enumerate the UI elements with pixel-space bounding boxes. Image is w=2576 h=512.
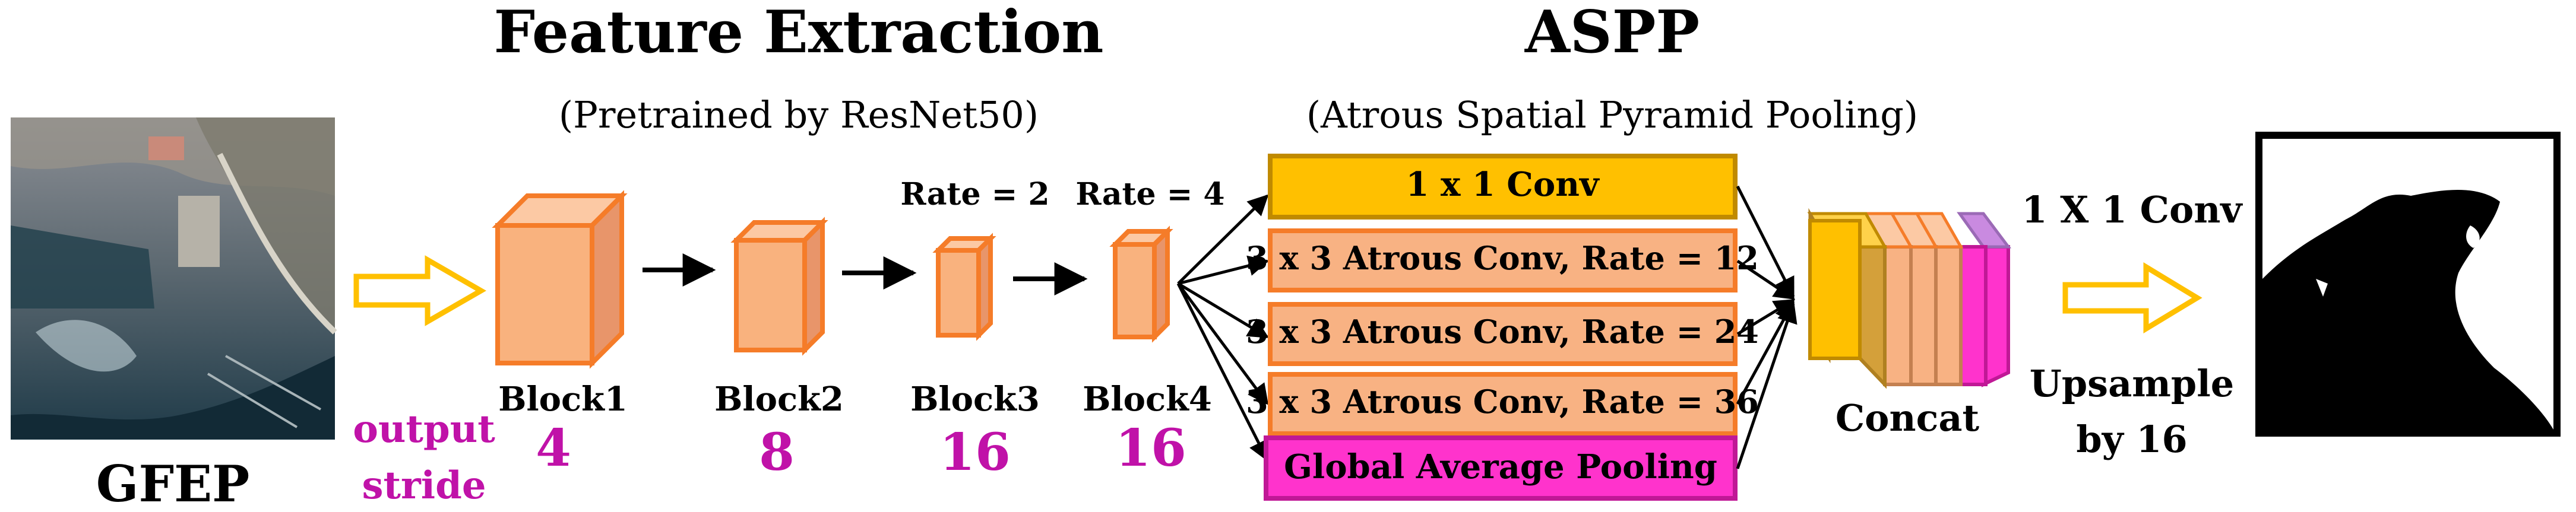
aspp-subtitle: (Atrous Spatial Pyramid Pooling): [1306, 93, 1918, 136]
block1-cuboid: [492, 190, 628, 369]
arrow-to-branch-5: [1176, 282, 1269, 462]
output-stride-label-line1: output: [353, 407, 495, 451]
arrow-to-branch-4: [1176, 282, 1269, 405]
aspp-branch-atrous-24: [1268, 302, 1738, 366]
block3-label: Block3: [910, 380, 1040, 419]
aspp-branch-4-label: 3 x 3 Atrous Conv, Rate = 36: [1246, 383, 1759, 421]
aspp-branch-2-label: 3 x 3 Atrous Conv, Rate = 12: [1246, 239, 1759, 277]
block3-rate-label: Rate = 2: [900, 176, 1049, 212]
feature-extraction-subtitle: (Pretrained by ResNet50): [559, 93, 1039, 136]
concat-label: Concat: [1836, 396, 1980, 440]
block2-cuboid: [730, 217, 828, 356]
arrow-to-branch-2: [1178, 255, 1270, 285]
arrow-branch-1-concat: [1736, 185, 1795, 299]
aspp-title: ASPP: [1524, 0, 1700, 66]
input-hollow-arrow: [353, 255, 486, 326]
output-stride-label-line2: stride: [362, 463, 486, 508]
aspp-branch-global-pool: [1264, 435, 1738, 501]
head-conv-label: 1 X 1 Conv: [2022, 188, 2243, 231]
head-upsample-label-2: by 16: [2076, 418, 2187, 461]
block4-stride: 16: [1115, 418, 1186, 478]
output-segmentation-mask: [2255, 132, 2561, 437]
arrow-to-branch-1: [1177, 194, 1269, 285]
block2-label: Block2: [714, 380, 844, 419]
block4-rate-label: Rate = 4: [1075, 176, 1224, 212]
block4-cuboid: [1109, 225, 1173, 343]
aspp-branch-3-label: 3 x 3 Atrous Conv, Rate = 24: [1246, 313, 1759, 351]
head-upsample-label-1: Upsample: [2030, 362, 2234, 405]
aspp-branch-1x1-conv: [1268, 154, 1738, 220]
concat-feature-stack: [1807, 208, 2011, 389]
block3-cuboid: [932, 233, 996, 341]
block1-stride: 4: [536, 418, 571, 478]
arrow-branch-2-concat: [1736, 259, 1795, 300]
block4-label: Block4: [1083, 380, 1212, 419]
feature-extraction-title: Feature Extraction: [494, 0, 1104, 66]
input-aerial-image: [11, 117, 337, 440]
block1-label: Block1: [498, 380, 628, 419]
output-hollow-arrow: [2062, 262, 2202, 333]
aspp-branch-atrous-36: [1268, 372, 1738, 436]
arrow-to-branch-3: [1177, 282, 1270, 339]
aspp-branch-5-label: Global Average Pooling: [1284, 447, 1717, 486]
input-label: GFEP: [96, 454, 250, 512]
block3-stride: 16: [939, 422, 1011, 482]
aspp-branch-1-label: 1 x 1 Conv: [1406, 165, 1600, 204]
aspp-branch-atrous-12: [1268, 228, 1738, 292]
block2-stride: 8: [759, 422, 795, 482]
arrow-branch-5-concat: [1736, 301, 1797, 469]
